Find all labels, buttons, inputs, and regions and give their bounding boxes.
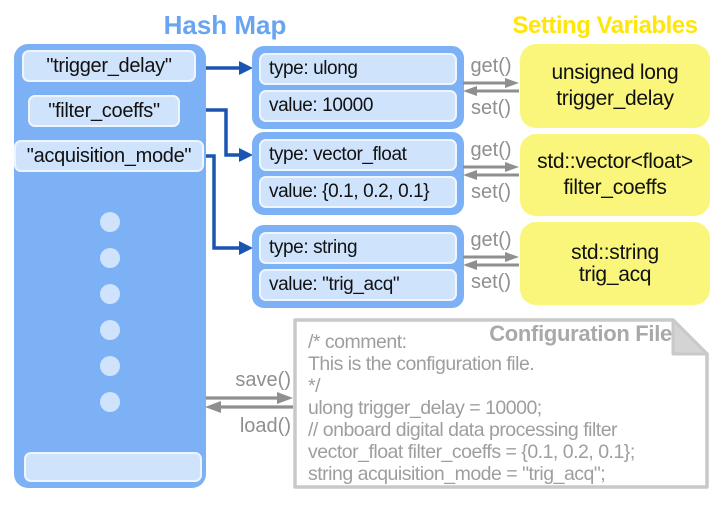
- variable-type: std::string: [571, 240, 659, 264]
- hash-key-acquisition-mode: "acquisition_mode": [14, 140, 204, 172]
- variable-type: std::vector<float>: [537, 150, 693, 173]
- code-line: */: [308, 375, 321, 397]
- load-label: load(): [239, 415, 291, 437]
- folded-corner-icon: [671, 318, 709, 356]
- set-label: set(): [471, 181, 511, 203]
- arrowhead-icon: [239, 148, 253, 162]
- config-file-paper: [293, 318, 709, 489]
- variable-name: trigger_delay: [556, 87, 674, 110]
- ellipsis-dot: [100, 356, 120, 376]
- hash-map-title: Hash Map: [163, 10, 287, 40]
- variable-filter-coeffs: std::vector<float> filter_coeffs: [520, 134, 710, 216]
- arrowhead-icon: [239, 61, 253, 75]
- double-arrow-icon: [463, 252, 519, 270]
- entry-trigger-delay: type: ulong value: 10000: [252, 46, 464, 129]
- getset-arrows-2: get() set(): [462, 138, 520, 204]
- get-label: get(): [470, 139, 512, 161]
- hash-key-trigger-delay: "trigger_delay": [22, 50, 196, 82]
- entry-type: type: vector_float: [259, 139, 457, 171]
- ellipsis-dots: [100, 212, 120, 412]
- entry-value: value: {0.1, 0.2, 0.1}: [259, 176, 457, 208]
- arrowhead-icon: [239, 241, 253, 255]
- ellipsis-dot: [100, 392, 120, 412]
- entry-acquisition-mode: type: string value: "trig_acq": [252, 225, 464, 308]
- variable-name: filter_coeffs: [563, 176, 667, 199]
- arrow-filter-coeffs: [198, 108, 240, 157]
- code-line: vector_float filter_coeffs = {0.1, 0.2, …: [308, 441, 635, 463]
- double-arrow-icon: [463, 162, 519, 180]
- empty-slot: [24, 452, 202, 482]
- variable-trigger-delay: unsigned long trigger_delay: [520, 44, 710, 128]
- ellipsis-dot: [100, 248, 120, 268]
- ellipsis-dot: [100, 212, 120, 232]
- set-label: set(): [471, 271, 511, 293]
- entry-value: value: 10000: [259, 90, 457, 122]
- getset-arrows-3: get() set(): [462, 228, 520, 294]
- double-arrow-icon: [205, 392, 293, 413]
- config-file-code: /* comment: This is the configuration fi…: [308, 331, 708, 485]
- variable-trig-acq: std::string trig_acq: [520, 222, 710, 305]
- entry-filter-coeffs: type: vector_float value: {0.1, 0.2, 0.1…: [252, 132, 464, 215]
- ellipsis-dot: [100, 320, 120, 340]
- code-line: // onboard digital data processing filte…: [308, 419, 618, 441]
- code-line: /* comment:: [308, 331, 407, 353]
- getset-arrows-1: get() set(): [462, 54, 520, 120]
- config-file-title: Configuration File: [489, 321, 672, 346]
- entry-type: type: ulong: [259, 53, 457, 85]
- ellipsis-dot: [100, 284, 120, 304]
- code-line: This is the configuration file.: [308, 353, 535, 375]
- code-line: string acquisition_mode = "trig_acq";: [308, 463, 606, 485]
- variable-type: unsigned long: [551, 61, 679, 84]
- setting-variables-title: Setting Variables: [512, 12, 698, 39]
- get-label: get(): [470, 229, 512, 251]
- code-line: ulong trigger_delay = 10000;: [308, 397, 542, 419]
- save-label: save(): [235, 369, 291, 391]
- variable-name: trig_acq: [578, 262, 652, 286]
- double-arrow-icon: [463, 78, 519, 96]
- set-label: set(): [471, 97, 511, 119]
- saveload-arrows: save() load(): [204, 368, 294, 438]
- entry-value: value: "trig_acq": [259, 269, 457, 301]
- arrow-acquisition-mode: [205, 154, 240, 250]
- get-label: get(): [470, 55, 512, 77]
- entry-type: type: string: [259, 232, 457, 264]
- hash-key-filter-coeffs: "filter_coeffs": [28, 95, 180, 127]
- paper-outline: [293, 318, 709, 489]
